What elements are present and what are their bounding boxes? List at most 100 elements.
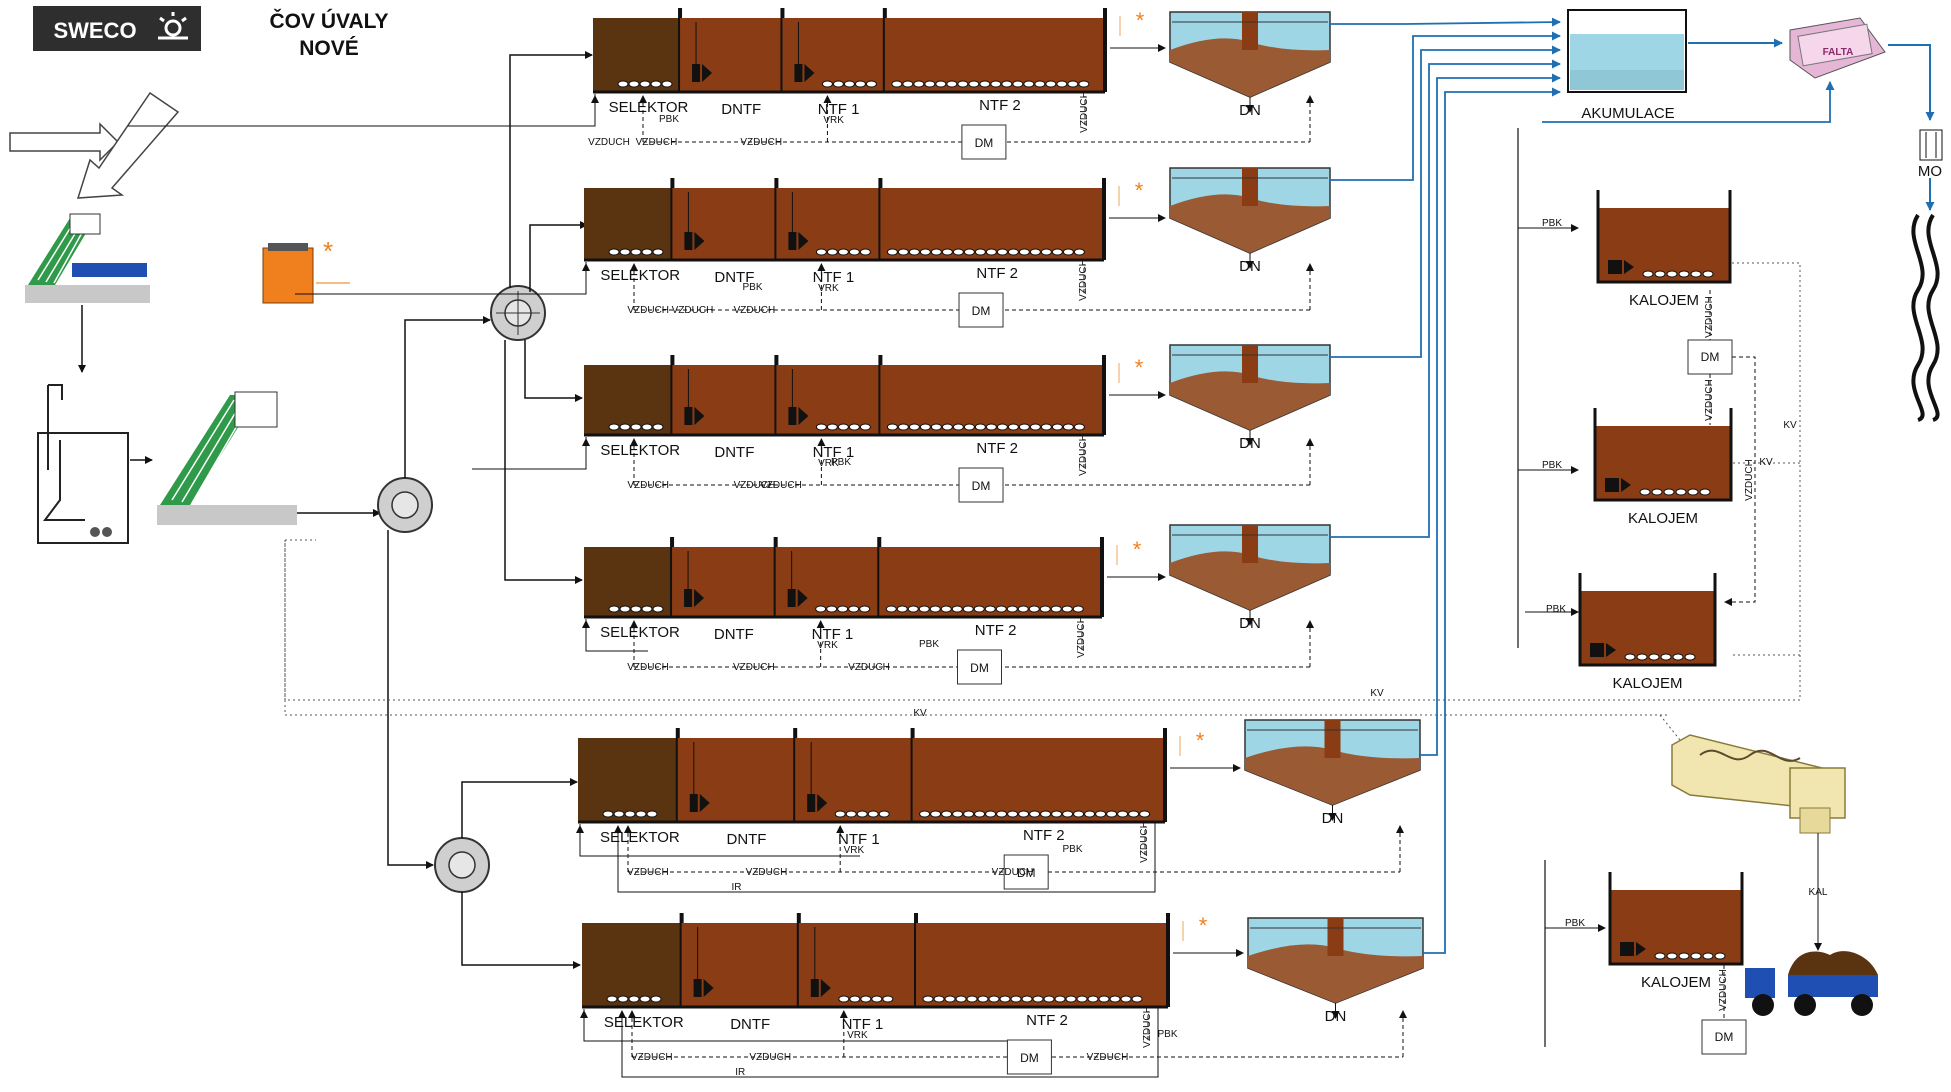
dn-label: DN	[1239, 435, 1261, 452]
akumulace-label: AKUMULACE	[1581, 105, 1674, 122]
vzduch-label-b: VZDUCH	[733, 662, 775, 673]
ntf1-label: NTF 1	[813, 444, 855, 461]
ir-label: IR	[731, 882, 741, 893]
dosing-asterisk: *	[1135, 355, 1144, 380]
splitter-upper	[490, 285, 546, 341]
ntf2-label: NTF 2	[1023, 827, 1065, 844]
kv-label-2: KV	[913, 708, 927, 719]
vzduch-label-a: VZDUCH	[627, 867, 669, 878]
ntf2-tank	[912, 738, 1165, 822]
accumulation-tank	[1567, 9, 1687, 93]
dntf-label: DNTF	[714, 269, 754, 286]
dm-label: DM	[972, 479, 991, 493]
vzduch-label-c: VZDUCH	[1087, 1052, 1129, 1063]
dn-label: DN	[1239, 102, 1261, 119]
vzduch-label-vert: VZDUCH	[1139, 821, 1150, 863]
blower-dm	[956, 649, 1002, 685]
dn-label: DN	[1239, 258, 1261, 275]
selektor-tank	[584, 547, 673, 617]
clarifier-dn	[1247, 917, 1424, 1019]
vzduch-label-c: VZDUCH	[672, 305, 714, 316]
vzduch-label-c: VZDUCH	[992, 867, 1034, 878]
blower-dm	[958, 292, 1004, 328]
clarifier-dn	[1169, 524, 1331, 626]
ntf1-label: NTF 1	[842, 1016, 884, 1033]
clarifier-dn	[1169, 344, 1331, 446]
dm-label: DM	[1017, 866, 1036, 880]
main-distribution-splitter	[377, 477, 433, 533]
dosing-asterisk: *	[1133, 537, 1142, 562]
ntf2-tank	[916, 923, 1168, 1007]
kalojem-tank-1: KALOJEM	[1596, 190, 1732, 309]
pbk-sludge-1: PBK	[1542, 218, 1562, 229]
selektor-label: SELEKTOR	[600, 442, 680, 459]
vzduch-sludge-1: VZDUCH	[1704, 296, 1715, 338]
vzduch-label-vert: VZDUCH	[1142, 1006, 1153, 1048]
pbk-label: PBK	[919, 639, 939, 650]
pbk-sludge-3: PBK	[1546, 604, 1566, 615]
plant-title: ČOV ÚVALY	[269, 9, 388, 33]
selektor-tank	[584, 365, 673, 435]
ir-label: IR	[735, 1067, 745, 1078]
vrk-label: VRK	[818, 458, 839, 469]
pbk-sludge-4: PBK	[1565, 918, 1585, 929]
dntf-label: DNTF	[726, 831, 766, 848]
ntf1-label: NTF 1	[838, 831, 880, 848]
vzduch-label-b: VZDUCH	[734, 305, 776, 316]
dm-label: DM	[1701, 350, 1720, 364]
vzduch-label-c: VZDUCH	[848, 662, 890, 673]
ntf2-label: NTF 2	[976, 265, 1018, 282]
kv-recycle-line	[284, 262, 1801, 701]
vzduch-label-vert: VZDUCH	[1078, 259, 1089, 301]
dntf-label: DNTF	[730, 1016, 770, 1033]
treated-water-lines	[1330, 17, 1561, 954]
kalojem-label: KALOJEM	[1612, 675, 1682, 692]
selektor-label: SELEKTOR	[609, 99, 689, 116]
selektor-label: SELEKTOR	[604, 1014, 684, 1031]
ntf2-label: NTF 2	[1026, 1012, 1068, 1029]
vrk-label: VRK	[818, 283, 839, 294]
sludge-dewatering-press-icon	[1671, 734, 1846, 834]
kalojem-label: KALOJEM	[1641, 974, 1711, 991]
vzduch-label-c: VZDUCH	[588, 137, 630, 148]
ntf1-label: NTF 1	[818, 101, 860, 118]
vzduch-label-vert: VZDUCH	[1076, 616, 1087, 658]
ntf2-tank	[880, 365, 1104, 435]
pbk-label: PBK	[659, 114, 679, 125]
logo-text: SWECO	[53, 18, 136, 43]
sweco-sun-icon	[158, 12, 188, 40]
vzduch-sludge-4: VZDUCH	[1718, 969, 1729, 1011]
inflow-arrow-icon	[9, 91, 180, 199]
dntf-label: DNTF	[714, 626, 754, 643]
dm-label: DM	[970, 661, 989, 675]
dosing-asterisk: *	[1136, 8, 1145, 33]
selektor-tank	[593, 18, 681, 92]
blower-dm	[961, 124, 1007, 160]
kalojem-tank-2: KALOJEM	[1593, 408, 1733, 527]
sludge-truck-icon	[1745, 951, 1878, 1016]
vrk-label: VRK	[844, 845, 865, 856]
dosing-asterisk: *	[1196, 728, 1205, 753]
ntf2-label: NTF 2	[975, 622, 1017, 639]
kv-label-3: KV	[1783, 420, 1797, 431]
blower-dm	[1003, 854, 1049, 890]
vzduch-label-vert: VZDUCH	[1079, 91, 1090, 133]
disc-filter-icon: FALTA	[1789, 17, 1886, 79]
blower-dm	[1006, 1039, 1052, 1075]
ntf2-tank	[880, 188, 1104, 260]
dm-label: DM	[975, 136, 994, 150]
dm-label: DM	[972, 304, 991, 318]
dm-label: DM	[1020, 1051, 1039, 1065]
dn-label: DN	[1325, 1008, 1347, 1025]
ntf1-label: NTF 1	[812, 626, 854, 643]
kalojem-label: KALOJEM	[1629, 292, 1699, 309]
kal-label: KAL	[1809, 887, 1828, 898]
kalojem-tank-3: KALOJEM	[1578, 573, 1717, 692]
vzduch-label-a: VZDUCH	[636, 137, 678, 148]
dntf-label: DNTF	[721, 101, 761, 118]
